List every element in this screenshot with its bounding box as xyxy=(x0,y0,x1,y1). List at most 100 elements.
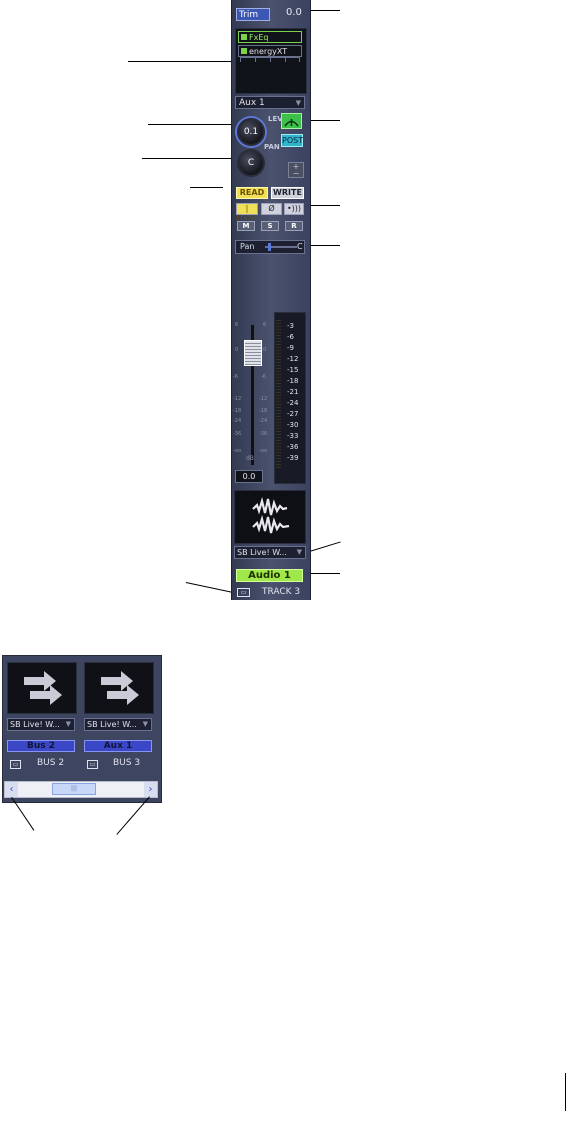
db-tick: 0 xyxy=(235,347,239,353)
meter-scale-label: -27 xyxy=(287,410,299,418)
pan-track xyxy=(265,246,297,248)
callout-fx xyxy=(128,61,235,62)
db-tick: -18 xyxy=(233,408,242,414)
meter-scale-label: -30 xyxy=(287,421,299,429)
volume-fader-handle[interactable] xyxy=(244,340,262,366)
db-tick: -12 xyxy=(259,396,268,402)
db-tick: -36 xyxy=(259,431,268,437)
meter-scale-label: -39 xyxy=(287,454,299,462)
send-level-knob[interactable]: 0.1 xyxy=(237,118,265,146)
fader-rail xyxy=(251,325,254,465)
bus-label: BUS 2 xyxy=(37,758,65,768)
volume-value[interactable]: 0.0 xyxy=(235,470,263,483)
monitor-button[interactable]: •))) xyxy=(284,203,304,215)
scroll-thumb[interactable]: ||| xyxy=(52,783,96,795)
chevron-down-icon: ▼ xyxy=(296,548,302,556)
track-name[interactable]: Audio 1 xyxy=(236,569,303,582)
phase-button[interactable]: Ø xyxy=(261,203,282,215)
callout-output xyxy=(306,541,341,553)
track-thumbnail xyxy=(234,490,306,544)
send-pan-value: C xyxy=(247,158,255,168)
meter-scale-label: -36 xyxy=(287,443,299,451)
trim-button[interactable]: Trim xyxy=(236,8,270,21)
plus-icon: + xyxy=(292,162,300,171)
db-tick: -6 xyxy=(261,374,266,380)
callout-lev xyxy=(148,124,239,125)
db-tick: -oo xyxy=(259,448,268,454)
meter-scale-label: -9 xyxy=(287,344,294,352)
meter-scale-label: -21 xyxy=(287,388,299,396)
fx-enable-icon[interactable] xyxy=(241,48,247,54)
bus-icon[interactable]: ▭ xyxy=(10,760,21,769)
db-label: dB xyxy=(246,455,254,462)
send-dropdown[interactable]: Aux 1 ▼ xyxy=(235,96,305,109)
db-tick: 0 xyxy=(263,347,267,353)
bus-icon[interactable]: ▭ xyxy=(87,760,98,769)
page-rule xyxy=(565,1073,566,1111)
db-tick: 6 xyxy=(263,322,267,328)
callout-automation xyxy=(190,187,223,188)
callout-name xyxy=(302,573,340,574)
fx-item-label: energyXT xyxy=(249,47,288,56)
send-dropdown-value: Aux 1 xyxy=(239,98,265,108)
send-pan-knob[interactable]: C xyxy=(237,149,265,177)
callout-trim xyxy=(305,10,340,11)
level-meter-bar xyxy=(276,320,281,468)
meter-scale-label: -24 xyxy=(287,399,299,407)
input-echo-button[interactable]: |((•))| xyxy=(236,203,258,223)
chevron-down-icon: ▼ xyxy=(295,99,301,107)
track-icon[interactable]: ▭ xyxy=(237,588,250,597)
pan-label: PAN xyxy=(264,143,280,151)
pan-slider-value: C xyxy=(297,242,303,251)
post-button[interactable]: POST xyxy=(281,134,304,147)
fx-item[interactable]: energyXT xyxy=(238,45,302,57)
minus-icon: − xyxy=(292,169,300,178)
db-tick: -24 xyxy=(259,418,268,424)
send-level-value: 0.1 xyxy=(243,127,259,137)
fx-bin[interactable] xyxy=(235,28,307,94)
record-button[interactable]: R xyxy=(285,221,303,231)
pan-thumb[interactable] xyxy=(268,243,271,251)
write-button[interactable]: WRITE xyxy=(271,187,304,199)
fx-item-label: FxEq xyxy=(249,33,269,42)
bus-thumbnail xyxy=(84,662,154,714)
expand-collapse-button[interactable]: +− xyxy=(288,162,304,178)
db-tick: -36 xyxy=(233,431,242,437)
lev-label: LEV xyxy=(268,115,283,123)
db-tick: -18 xyxy=(259,408,268,414)
callout-pan-field xyxy=(302,245,340,246)
scroll-right-button[interactable]: › xyxy=(144,782,157,797)
bus-output-dropdown[interactable]: SB Live! W...▼ xyxy=(84,718,152,731)
route-arrow-icon xyxy=(101,671,139,705)
route-arrow-icon xyxy=(24,671,62,705)
meter-scale-label: -18 xyxy=(287,377,299,385)
read-button[interactable]: READ xyxy=(236,187,268,199)
bus-name[interactable]: Aux 1 xyxy=(84,740,152,752)
chevron-down-icon: ▼ xyxy=(65,720,71,728)
callout-send xyxy=(296,120,340,121)
mute-button[interactable]: M xyxy=(237,221,255,231)
db-tick: -12 xyxy=(233,396,242,402)
output-dropdown-value: SB Live! W... xyxy=(237,548,287,557)
fx-ruler xyxy=(240,57,300,64)
db-tick: -6 xyxy=(233,374,238,380)
meter-scale-label: -3 xyxy=(287,322,294,330)
bus-output-dropdown[interactable]: SB Live! W... ▼ xyxy=(7,718,75,731)
bus-output-value: SB Live! W... xyxy=(10,720,60,729)
fx-item[interactable]: FxEq xyxy=(238,31,302,43)
meter-scale-label: -6 xyxy=(287,333,294,341)
send-enable-button[interactable] xyxy=(281,113,302,129)
callout-pan xyxy=(142,158,237,159)
waveform-icon xyxy=(252,496,290,534)
chevron-down-icon: ▼ xyxy=(142,720,148,728)
meter-scale-label: -12 xyxy=(287,355,299,363)
fx-enable-icon[interactable] xyxy=(241,34,247,40)
meter-scale-label: -33 xyxy=(287,432,299,440)
callout-buttons xyxy=(300,205,340,206)
track-number-label: TRACK 3 xyxy=(262,587,301,597)
scroll-left-button[interactable]: ‹ xyxy=(5,782,18,797)
pan-slider-label: Pan xyxy=(240,242,255,251)
bus-name[interactable]: Bus 2 xyxy=(7,740,75,752)
output-dropdown[interactable]: SB Live! W... ▼ xyxy=(234,546,306,559)
solo-button[interactable]: S xyxy=(261,221,279,231)
